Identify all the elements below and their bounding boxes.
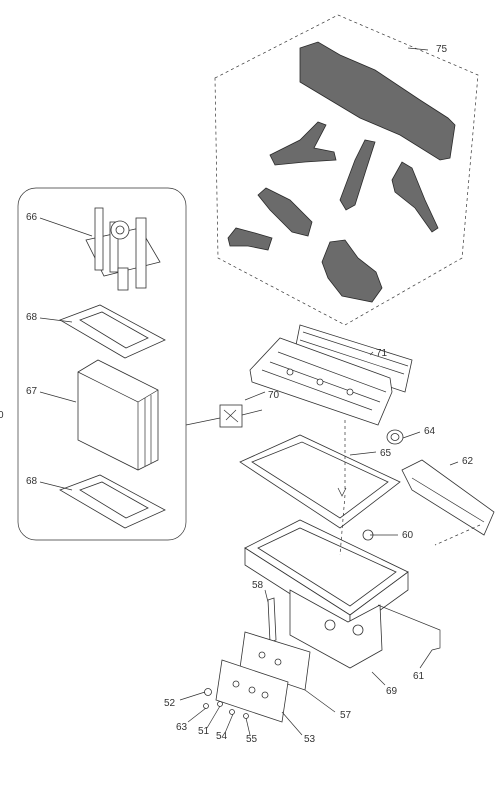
log-set (227, 41, 456, 303)
rod (377, 604, 441, 651)
label-62: 62 (462, 456, 474, 467)
label-65: 65 (380, 448, 392, 459)
log-set-outline (214, 14, 479, 326)
label-67: 67 (26, 386, 38, 397)
label-64: 64 (424, 426, 436, 437)
label-75: 75 (436, 44, 448, 55)
assembly-lines (185, 409, 481, 556)
part-labels: 75 71 70 64 65 62 66 68 67 68 60 58 61 6… (0, 44, 474, 745)
knob (386, 429, 404, 445)
valve-inset-box (17, 187, 187, 541)
burner (249, 337, 393, 426)
log-6 (227, 227, 273, 251)
valve-box (77, 359, 159, 471)
small-parts (203, 688, 249, 719)
gasket-upper (59, 304, 166, 359)
control-plate (215, 659, 289, 723)
gasket-lower (59, 474, 166, 529)
label-52: 52 (164, 698, 176, 709)
leader-lines (39, 47, 459, 736)
log-3 (339, 139, 376, 211)
log-5 (257, 187, 313, 237)
label-60: 60 (402, 530, 414, 541)
log-4 (391, 161, 439, 233)
log-7 (321, 239, 383, 303)
label-54: 54 (216, 731, 228, 742)
label-68-lower: 68 (26, 476, 38, 487)
firebox (244, 519, 409, 669)
part-69-icon (219, 404, 243, 428)
log-2 (269, 121, 337, 166)
main-log (299, 41, 456, 161)
glass-frame (239, 434, 401, 529)
label-66: 66 (26, 212, 38, 223)
label-55: 55 (246, 734, 258, 745)
label-57: 57 (340, 710, 352, 721)
front-plate (239, 631, 311, 691)
side-panel (401, 459, 495, 536)
valve-assembly (85, 207, 161, 291)
label-51: 51 (198, 726, 210, 737)
label-70: 70 (268, 390, 280, 401)
label-edge: 0 (0, 410, 4, 421)
label-71: 71 (376, 348, 388, 359)
label-63: 63 (176, 722, 188, 733)
label-69: 69 (386, 686, 398, 697)
label-61: 61 (413, 671, 425, 682)
label-58: 58 (252, 580, 264, 591)
label-68-upper: 68 (26, 312, 38, 323)
bracket (267, 597, 277, 643)
label-53: 53 (304, 734, 316, 745)
